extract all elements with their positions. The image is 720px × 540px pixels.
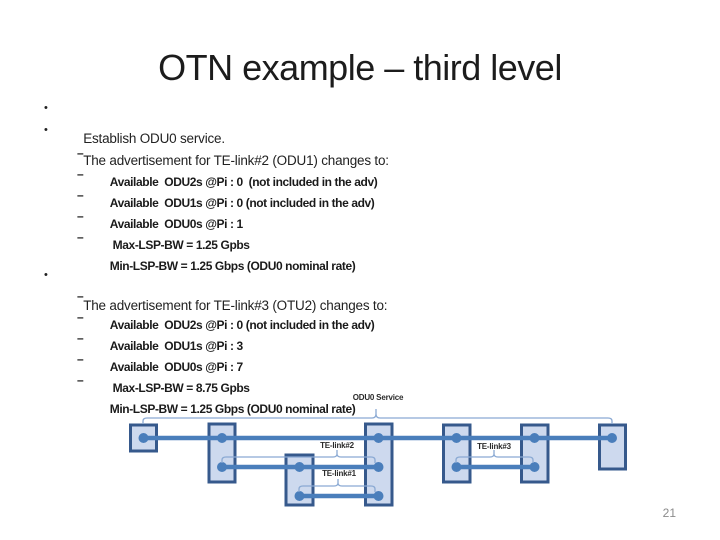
port-dot [294, 462, 305, 472]
sub-bullet: – Available ODU1s @Pi : 3 [77, 310, 243, 367]
sub-bullet: – Min-LSP-BW = 1.25 Gbps (ODU0 nominal r… [77, 373, 356, 430]
bullet-marker: • [44, 102, 48, 114]
sub-bullet-text: Min-LSP-BW = 1.25 Gbps (ODU0 nominal rat… [109, 259, 356, 273]
sub-bullet-text: Max-LSP-BW = 1.25 Gpbs [109, 238, 250, 252]
port-dot [217, 433, 227, 443]
otn-network-diagram: ODU0 Service TE-link#2 TE-link#1 TE-link… [0, 388, 720, 520]
port-dot [294, 491, 305, 501]
te-link2-label: TE-link#2 [320, 441, 354, 450]
te-link1-bracket [298, 479, 376, 492]
bullet-text: The advertisement for TE-link#3 (OTU2) c… [83, 298, 388, 313]
dash-marker: – [77, 331, 84, 345]
sub-bullet-text: Available ODU0s @Pi : 7 [109, 360, 243, 374]
sub-bullet-text: Max-LSP-BW = 8.75 Gpbs [109, 381, 250, 395]
sub-bullet: – Available ODU0s @Pi : 1 [77, 188, 243, 245]
bullet-marker: • [44, 124, 48, 136]
sub-bullet-text: Available ODU2s @Pi : 0 (not included in… [109, 175, 378, 189]
port-dot [451, 433, 462, 443]
dash-marker: – [77, 373, 84, 387]
dash-marker: – [77, 146, 84, 160]
slide-title: OTN example – third level [158, 47, 562, 88]
bullet-telink3-adv: • The advertisement for TE-link#3 (OTU2)… [44, 268, 388, 328]
odu0-service-bracket [142, 409, 613, 424]
te-link1-label: TE-link#1 [322, 469, 356, 478]
port-dot [373, 491, 384, 501]
sub-bullet-text: Available ODU1s @Pi : 3 [109, 339, 243, 353]
odu0-service-label: ODU0 Service [352, 393, 404, 402]
port-dot [373, 462, 384, 472]
port-dot [138, 433, 149, 443]
port-dot [529, 462, 540, 472]
te-link2-bracket [221, 450, 376, 463]
sub-bullet-text: Available ODU1s @Pi : 0 (not included in… [109, 196, 375, 210]
port-dot [529, 433, 540, 443]
sub-bullet: – Available ODU0s @Pi : 7 [77, 331, 243, 388]
port-dot [451, 462, 462, 472]
dash-marker: – [77, 352, 84, 366]
bullet-text: The advertisement for TE-link#2 (ODU1) c… [83, 153, 389, 168]
sub-bullet-text: Min-LSP-BW = 1.25 Gbps (ODU0 nominal rat… [109, 402, 356, 416]
dash-marker: – [77, 230, 84, 244]
sub-bullet: – Max-LSP-BW = 1.25 Gpbs [77, 209, 250, 266]
port-dot [217, 462, 227, 472]
bullet-marker: • [44, 269, 48, 281]
bullet-establish: • Establish ODU0 service. [44, 101, 225, 161]
te-link3-bracket [455, 450, 534, 463]
node-2 [207, 422, 237, 484]
sub-bullet-text: Available ODU2s @Pi : 0 (not included in… [109, 318, 375, 332]
sub-bullet: – Available ODU2s @Pi : 0 (not included … [77, 289, 375, 346]
node-7 [598, 423, 627, 471]
sub-bullet: – Min-LSP-BW = 1.25 Gbps (ODU0 nominal r… [77, 230, 356, 287]
te-link3-label: TE-link#3 [477, 442, 511, 451]
port-dot [373, 433, 384, 443]
dash-marker: – [77, 289, 84, 303]
dash-marker: – [77, 310, 84, 324]
sub-bullet: – Available ODU2s @Pi : 0 (not included … [77, 146, 378, 203]
dash-marker: – [77, 209, 84, 223]
dash-marker: – [77, 188, 84, 202]
sub-bullet: – Available ODU1s @Pi : 0 (not included … [77, 167, 375, 224]
bullet-telink2-adv: • The advertisement for TE-link#2 (ODU1)… [44, 123, 389, 183]
port-dot [607, 433, 617, 443]
dash-marker: – [77, 167, 84, 181]
bullet-text: Establish ODU0 service. [83, 131, 225, 146]
diagram-canvas [129, 409, 627, 507]
sub-bullet: – Max-LSP-BW = 8.75 Gpbs [77, 352, 250, 409]
sub-bullet-text: Available ODU0s @Pi : 1 [109, 217, 243, 231]
page-number: 21 [662, 506, 676, 520]
